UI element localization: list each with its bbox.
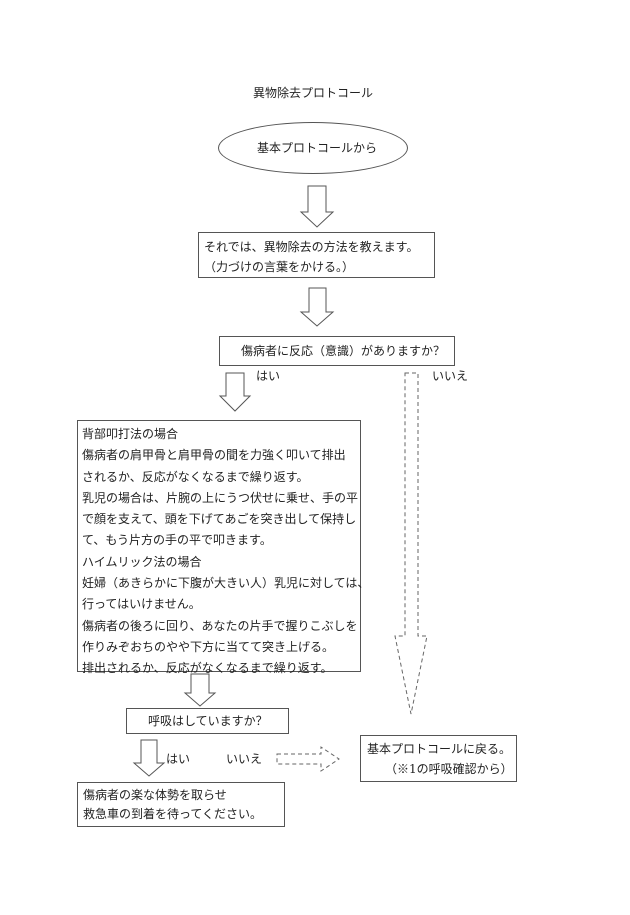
question-breathing-box: [126, 708, 289, 734]
procedure-line: ハイムリック法の場合: [82, 554, 202, 569]
down-arrow-breathing-yes: [132, 739, 166, 777]
start-ellipse: [218, 122, 408, 174]
label-no-1: いいえ: [432, 369, 469, 383]
result-yes-box: [77, 782, 285, 827]
procedure-line: で顔を支えて、頭を下げてあごを突き出して保持し: [82, 512, 357, 527]
question-consciousness-box: [219, 336, 455, 366]
procedure-line: 傷病者の肩甲骨と肩甲骨の間を力強く叩いて排出: [82, 448, 346, 463]
procedure-box: [77, 420, 361, 672]
instruction-box: [198, 232, 435, 278]
label-yes-1: はい: [256, 369, 281, 383]
procedure-line: されるか、反応がなくなるまで繰り返す。: [82, 469, 309, 484]
label-no-2: いいえ: [226, 752, 263, 766]
procedure-line: 乳児の場合は、片腕の上にうつ伏せに乗せ、手の平: [82, 490, 359, 505]
procedure-line: 背部叩打法の場合: [82, 427, 179, 441]
dashed-arrow-no: [394, 372, 428, 715]
procedure-line: て、もう片方の手の平で叩きます。: [82, 533, 272, 548]
procedure-line: 排出されるか、反応がなくなるまで繰り返す。: [82, 661, 333, 676]
down-arrow-2: [299, 287, 335, 327]
result-no-box: [360, 735, 517, 782]
result-no-line-1: 基本プロトコールに戻る。: [367, 742, 512, 756]
procedure-line: 作りみぞおちのやや下方に当てて突き上げる。: [82, 639, 335, 654]
dashed-arrow-breathing-no: [276, 746, 340, 772]
label-yes-2: はい: [166, 752, 191, 766]
result-yes-line-2: 救急車の到着を待ってください。: [83, 807, 263, 821]
down-arrow-yes: [218, 372, 252, 412]
question-consciousness-label: 傷病者に反応（意識）がありますか？: [241, 344, 446, 358]
procedure-line: 傷病者の後ろに回り、あなたの片手で握りこぶしを: [82, 618, 358, 633]
start-label: 基本プロトコールから: [257, 141, 378, 155]
procedure-line: 妊婦（あきらかに下腹が大きい人）乳児に対しては、: [82, 576, 370, 591]
page-title: 異物除去プロトコール: [253, 86, 374, 100]
down-arrow-1: [299, 185, 335, 228]
procedure-line: 行ってはいけません。: [82, 597, 201, 612]
procedure-text: 背部叩打法の場合 傷病者の肩甲骨と肩甲骨の間を力強く叩いて排出 されるか、反応が…: [82, 424, 369, 680]
question-breathing-label: 呼吸はしていますか？: [148, 714, 268, 728]
down-arrow-procedure: [183, 673, 217, 707]
instruction-line-2: （力づけの言葉をかける。）: [204, 260, 355, 274]
result-no-line-2: （※1の呼吸確認から）: [385, 762, 513, 776]
result-yes-line-1: 傷病者の楽な体勢を取らせ: [83, 788, 227, 802]
instruction-line-1: それでは、異物除去の方法を教えます。: [204, 240, 419, 254]
